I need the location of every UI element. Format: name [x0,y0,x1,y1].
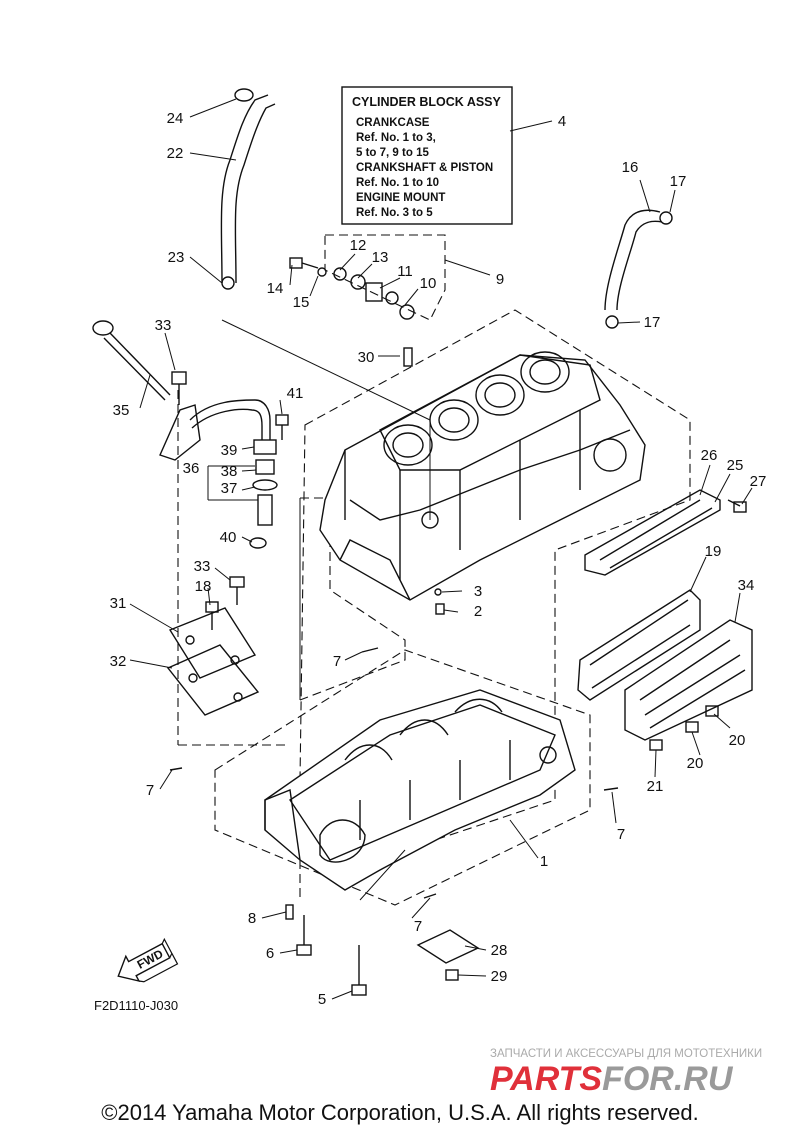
callout-label: 16 [622,159,639,176]
breather-hose-right [604,209,673,329]
callout-label: 33 [194,558,211,575]
watermark-logo-part2: FOR.RU [602,1060,734,1098]
callout-label: 10 [420,275,437,292]
callout-label: 38 [221,463,238,480]
cylinder-block [319,351,646,601]
callout-label: 35 [113,402,130,419]
exhaust-gasket-26 [584,489,721,576]
callout-label: 15 [293,294,310,311]
legend-line: Ref. No. 3 to 5 [356,207,433,219]
leader-lines [129,98,753,1000]
legend-line: CRANKCASE [356,117,430,129]
watermark-logo-part1: PARTS [490,1060,602,1098]
legend-title: CYLINDER BLOCK ASSY [352,95,502,109]
callout-label: 31 [110,595,127,612]
callout-label: 19 [705,543,722,560]
callout-label: 13 [372,249,389,266]
oil-pipe-assembly [159,399,278,549]
callout-numbers: 24 22 4 16 17 12 13 11 10 9 23 14 15 17 … [110,110,767,1008]
callout-label: 39 [221,442,238,459]
callout-label: 32 [110,653,127,670]
callout-label: 7 [414,918,422,935]
callout-label: 2 [474,603,482,620]
legend-line: ENGINE MOUNT [356,192,445,204]
fasteners [169,257,747,996]
gasket-19 [577,589,701,701]
callout-label: 22 [167,145,184,162]
callout-label: 30 [358,349,375,366]
callout-label: 20 [729,732,746,749]
watermark-tagline: ЗАПЧАСТИ И АКСЕССУАРЫ ДЛЯ МОТОТЕХНИКИ [490,1048,762,1060]
callout-label: 17 [670,173,687,190]
callout-label: 17 [644,314,661,331]
callout-label: 18 [195,578,212,595]
callout-label: 21 [647,778,664,795]
callout-label: 8 [248,910,256,927]
watermark: ЗАПЧАСТИ И АКСЕССУАРЫ ДЛЯ МОТОТЕХНИКИ PA… [490,1048,762,1098]
callout-label: 3 [474,583,482,600]
callout-label: 36 [183,460,200,477]
forward-arrow-icon: FWD [117,937,179,983]
callout-label: 11 [397,263,413,280]
callout-label: 1 [540,853,548,870]
callout-label: 26 [701,447,718,464]
watermark-logo: PARTSFOR.RU [490,1060,734,1098]
callout-label: 7 [146,782,154,799]
callout-label: 28 [491,942,508,959]
engine-mount-plate [166,607,260,716]
legend-line: 5 to 7, 9 to 15 [356,147,429,159]
callout-label: 9 [496,271,504,288]
callout-label: 27 [750,473,767,490]
callout-label: 23 [168,249,185,266]
callout-label: 5 [318,991,326,1008]
callout-label: 20 [687,755,704,772]
breather-hose-upper [220,88,276,290]
callout-label: 7 [333,653,341,670]
callout-label: 29 [491,968,508,985]
callout-label: 12 [350,237,367,254]
callout-label: 14 [267,280,284,297]
crankcase [264,689,576,891]
callout-label: 37 [221,480,238,497]
legend-box: CYLINDER BLOCK ASSY CRANKCASE Ref. No. 1… [341,86,513,225]
legend-line: CRANKSHAFT & PISTON [356,162,493,174]
callout-label: 7 [617,826,625,843]
callout-label: 40 [220,529,237,546]
callout-label: 41 [287,385,304,402]
legend-line: Ref. No. 1 to 3, [356,132,436,144]
diagram-reference-code: F2D1110-J030 [94,998,178,1013]
callout-label: 4 [558,113,566,130]
callout-label: 34 [738,577,755,594]
callout-label: 33 [155,317,172,334]
callout-label: 6 [266,945,274,962]
dipstick-35 [92,320,171,401]
callout-label: 25 [727,457,744,474]
copyright-notice: ©2014 Yamaha Motor Corporation, U.S.A. A… [101,1100,699,1125]
legend-line: Ref. No. 1 to 10 [356,177,439,189]
cover-18 [624,619,753,741]
callout-label: 24 [167,110,184,127]
